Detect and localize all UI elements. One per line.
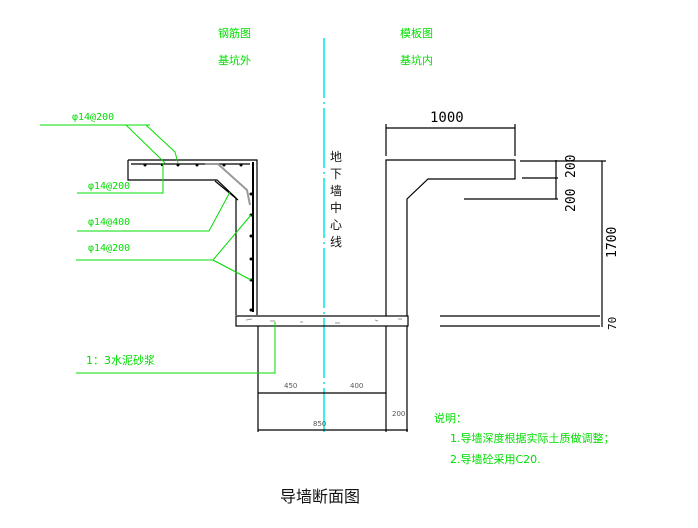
dim-right-small: 200 200 xyxy=(555,155,579,212)
centerline-char: 地 xyxy=(330,150,342,164)
centerline-char: 心 xyxy=(330,218,342,232)
dim-right-top-2-label: 200 xyxy=(564,189,579,212)
centerline-char: 墙 xyxy=(330,184,342,198)
rebar-label-4: φ14@200 xyxy=(88,243,130,254)
rebar-label-3: φ14@400 xyxy=(88,217,130,228)
mortar-bed xyxy=(235,315,409,327)
dim-right-top-1-label: 200 xyxy=(564,155,579,178)
right-guide-wall-formwork xyxy=(385,159,606,327)
dim-bottom-right-label: 400 xyxy=(350,382,363,390)
drawing-title: 导墙断面图 xyxy=(280,487,360,506)
dim-bottom-wall-label: 200 xyxy=(392,410,405,418)
dim-bottom: 450 400 850 200 xyxy=(257,326,408,432)
notes-heading: 说明： xyxy=(434,411,467,425)
left-header-rebar: 钢筋图 xyxy=(218,26,251,40)
dim-right-height-label: 1700 xyxy=(605,227,620,258)
dim-top-width-label: 1000 xyxy=(430,110,464,126)
centerline-label: 地 下 墙 中 心 线 xyxy=(330,150,342,249)
note-item-2: 2.导墙砼采用C20. xyxy=(450,452,541,466)
dim-bottom-total-label: 850 xyxy=(313,420,326,428)
dim-right-bottom-label: 70 xyxy=(606,317,619,330)
mortar-label: 1：3水泥砂浆 xyxy=(86,353,155,367)
dim-top-width: 1000 xyxy=(385,110,516,156)
right-header-formwork: 模板图 xyxy=(400,26,433,40)
dim-bottom-left-label: 450 xyxy=(284,382,297,390)
rebar-label-2: φ14@200 xyxy=(88,181,130,192)
centerline-char: 下 xyxy=(330,167,342,181)
centerline-char: 中 xyxy=(330,200,342,215)
rebar-label-1: φ14@200 xyxy=(72,112,114,123)
centerline-char: 线 xyxy=(330,235,342,249)
notes: 说明： 1.导墙深度根据实际土质做调整； 2.导墙砼采用C20. xyxy=(434,411,615,466)
rebar-annotations: φ14@200 φ14@200 φ14@400 φ14@200 1：3水泥砂浆 xyxy=(40,112,276,374)
left-guide-wall-rebar xyxy=(127,159,258,315)
dim-right-height: 1700 70 xyxy=(601,161,620,330)
left-header-outside: 基坑外 xyxy=(218,53,251,67)
right-header-inside: 基坑内 xyxy=(400,53,433,67)
note-item-1: 1.导墙深度根据实际土质做调整； xyxy=(450,431,615,445)
